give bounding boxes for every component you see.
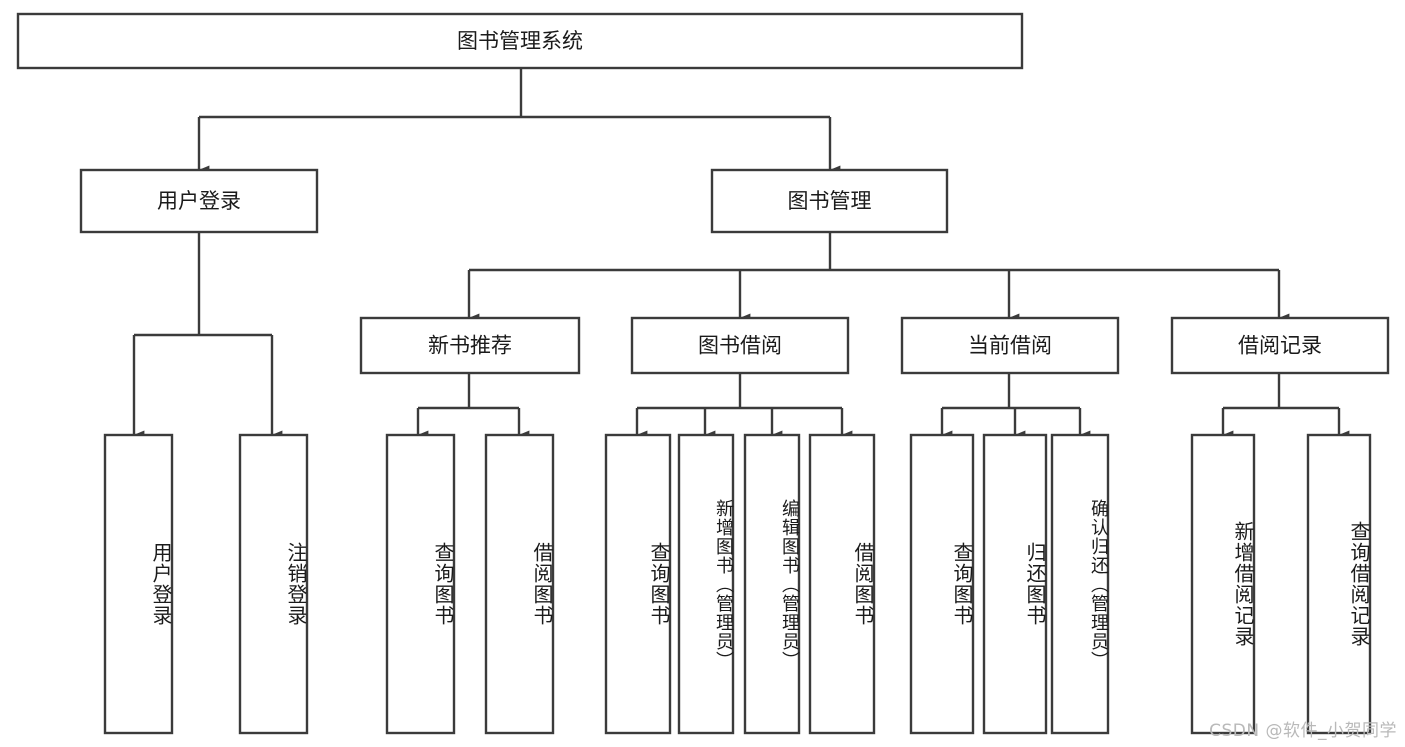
node-leaf-edit-book-box[interactable] <box>743 433 801 735</box>
watermark-text: CSDN @软件_小贺同学 <box>1209 721 1397 741</box>
node-leaf-logout-box[interactable] <box>238 433 309 735</box>
node-layer: 图书管理系统 用户登录 图书管理 新书推荐 图书借阅 当前借阅 借阅记录 <box>16 12 1390 735</box>
node-new-book-rec-box[interactable] <box>359 316 581 375</box>
node-leaf-borrow-book-1-box[interactable] <box>484 433 555 735</box>
node-leaf-query-book-1-box[interactable] <box>385 433 456 735</box>
node-borrow-record-label: 借阅记录 <box>1238 334 1322 358</box>
node-leaf-query-record-box[interactable] <box>1306 433 1372 735</box>
node-leaf-query-book-3-box[interactable] <box>909 433 975 735</box>
connector-layer <box>132 68 1350 440</box>
node-book-borrow-label: 图书借阅 <box>698 334 782 358</box>
node-root-label: 图书管理系统 <box>457 29 583 53</box>
node-leaf-confirm-return-box[interactable] <box>1050 433 1110 735</box>
node-leaf-user-login-box[interactable] <box>103 433 174 735</box>
node-leaf-add-record-box[interactable] <box>1190 433 1256 735</box>
node-leaf-borrow-book-2-box[interactable] <box>808 433 876 735</box>
node-new-book-rec-label: 新书推荐 <box>428 334 512 358</box>
node-user-login-box[interactable] <box>79 168 319 234</box>
node-current-borrow-box[interactable] <box>900 316 1120 375</box>
node-book-manage-label: 图书管理 <box>788 189 872 213</box>
node-borrow-record-box[interactable] <box>1170 316 1390 375</box>
node-leaf-add-book-box[interactable] <box>677 433 735 735</box>
node-leaf-return-book-box[interactable] <box>982 433 1048 735</box>
node-leaf-query-book-2-box[interactable] <box>604 433 672 735</box>
node-user-login-label: 用户登录 <box>157 189 241 213</box>
node-root-box[interactable] <box>16 12 1024 70</box>
node-book-manage-box[interactable] <box>710 168 949 234</box>
node-current-borrow-label: 当前借阅 <box>968 334 1052 358</box>
node-book-borrow-box[interactable] <box>630 316 850 375</box>
